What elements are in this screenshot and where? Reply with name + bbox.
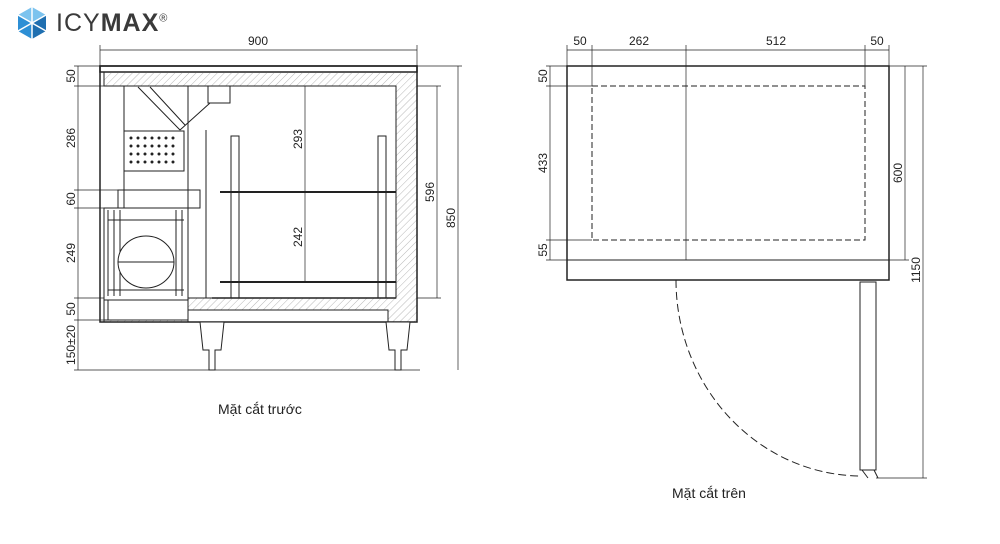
dim-lower: 249 [64,243,78,263]
door-swing-arc [675,279,861,477]
dim-bottom-depth: 55 [536,243,550,257]
dim-top-depth: 50 [536,69,550,83]
dim-depth: 433 [536,153,550,173]
top-view [546,45,927,479]
front-dimension-lines [74,45,462,371]
dim-bottom: 50 [64,302,78,316]
front-view-caption: Mặt cắt trước [218,401,302,417]
dim-depth-with-door: 1150 [909,257,923,283]
dim-mid: 60 [64,192,78,206]
dim-top: 50 [64,69,78,83]
dim-inner-height: 596 [423,182,437,202]
dim-legs: 150±20 [64,325,78,365]
brand-name: ICYMAX® [56,8,169,37]
dim-total-height: 850 [444,208,458,228]
shelf-rails [212,135,396,299]
door [859,281,877,471]
dim-shelf-upper: 293 [291,129,305,149]
dim-upper: 286 [64,128,78,148]
top-dimension-lines [546,45,927,479]
dim-shelf-lower: 242 [291,227,305,247]
right-leg [385,321,411,371]
dim-width: 900 [248,34,268,48]
dim-right-span: 512 [766,34,786,48]
left-leg [199,321,225,371]
dim-left-wall: 50 [573,34,587,48]
dim-left-span: 262 [629,34,649,48]
compressor-unit [103,207,189,321]
brand-logo: ICYMAX® [16,6,168,40]
evaporator-grille [129,136,175,164]
dim-right-wall: 50 [870,34,884,48]
dim-total-depth: 600 [891,163,905,183]
front-view [74,45,462,371]
logo-cube-icon [17,7,47,39]
top-view-caption: Mặt cắt trên [672,485,746,501]
